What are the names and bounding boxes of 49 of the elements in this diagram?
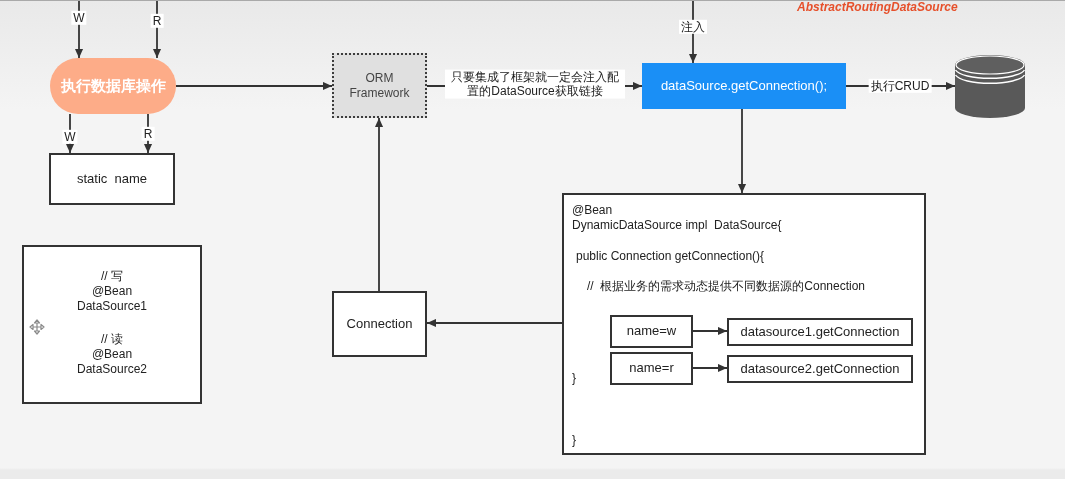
method-call-box	[727, 355, 913, 383]
process-pill	[50, 58, 176, 114]
arrow	[692, 363, 728, 373]
code-line: // 根据业务的需求动态提供不同数据源的Connection	[587, 279, 866, 294]
edge-label: W	[71, 10, 87, 26]
node-text: Connection	[346, 315, 413, 333]
code-line: DynamicDataSource impl DataSource{	[572, 218, 782, 233]
method-call-box	[642, 63, 846, 109]
arrow	[374, 117, 384, 292]
database-cylinder	[955, 55, 1025, 118]
config-box	[22, 245, 202, 404]
code-line: // 写	[100, 269, 124, 284]
node-text: ORM Framework	[348, 70, 411, 101]
node-text: name=r	[629, 360, 674, 377]
process-box	[332, 291, 427, 357]
node-text: datasource1.getConnection	[740, 323, 900, 341]
node-text: 执行数据库操作	[60, 76, 166, 96]
edge-label: W	[62, 129, 78, 145]
arrow	[692, 326, 728, 336]
code-line: DataSource2	[75, 362, 148, 377]
node-text: datasource2.getConnection	[740, 360, 900, 378]
code-panel	[562, 193, 926, 455]
framework-box	[332, 53, 427, 118]
code-line: public Connection getConnection(){	[576, 249, 765, 264]
edge-label: 只要集成了框架就一定会注入配置的DataSource获取链接	[445, 69, 625, 99]
code-line: // 读	[100, 332, 124, 347]
process-box	[49, 153, 175, 205]
arrow	[175, 81, 333, 91]
code-line: DataSource1	[75, 299, 148, 314]
code-line: @Bean	[90, 347, 134, 362]
node-text: name=w	[626, 323, 677, 340]
method-call-box	[727, 318, 913, 346]
condition-box	[610, 352, 693, 385]
condition-box	[610, 315, 693, 348]
arrow	[152, 0, 162, 59]
edge-label: R	[141, 126, 155, 142]
code-line: }	[572, 433, 576, 448]
code-line: @Bean	[572, 203, 613, 218]
edge-label: 执行CRUD	[868, 78, 932, 94]
code-line: @Bean	[90, 284, 134, 299]
arrow	[74, 0, 84, 59]
class-name-label: AbstractRoutingDataSource	[797, 0, 958, 14]
arrow	[426, 318, 563, 328]
node-text: static name	[76, 170, 148, 188]
code-line: }	[572, 371, 576, 386]
edge-label: R	[150, 13, 164, 29]
arrow	[737, 108, 747, 194]
edge-label: 注入	[679, 19, 707, 35]
node-text: dataSource.getConnection();	[660, 77, 828, 95]
